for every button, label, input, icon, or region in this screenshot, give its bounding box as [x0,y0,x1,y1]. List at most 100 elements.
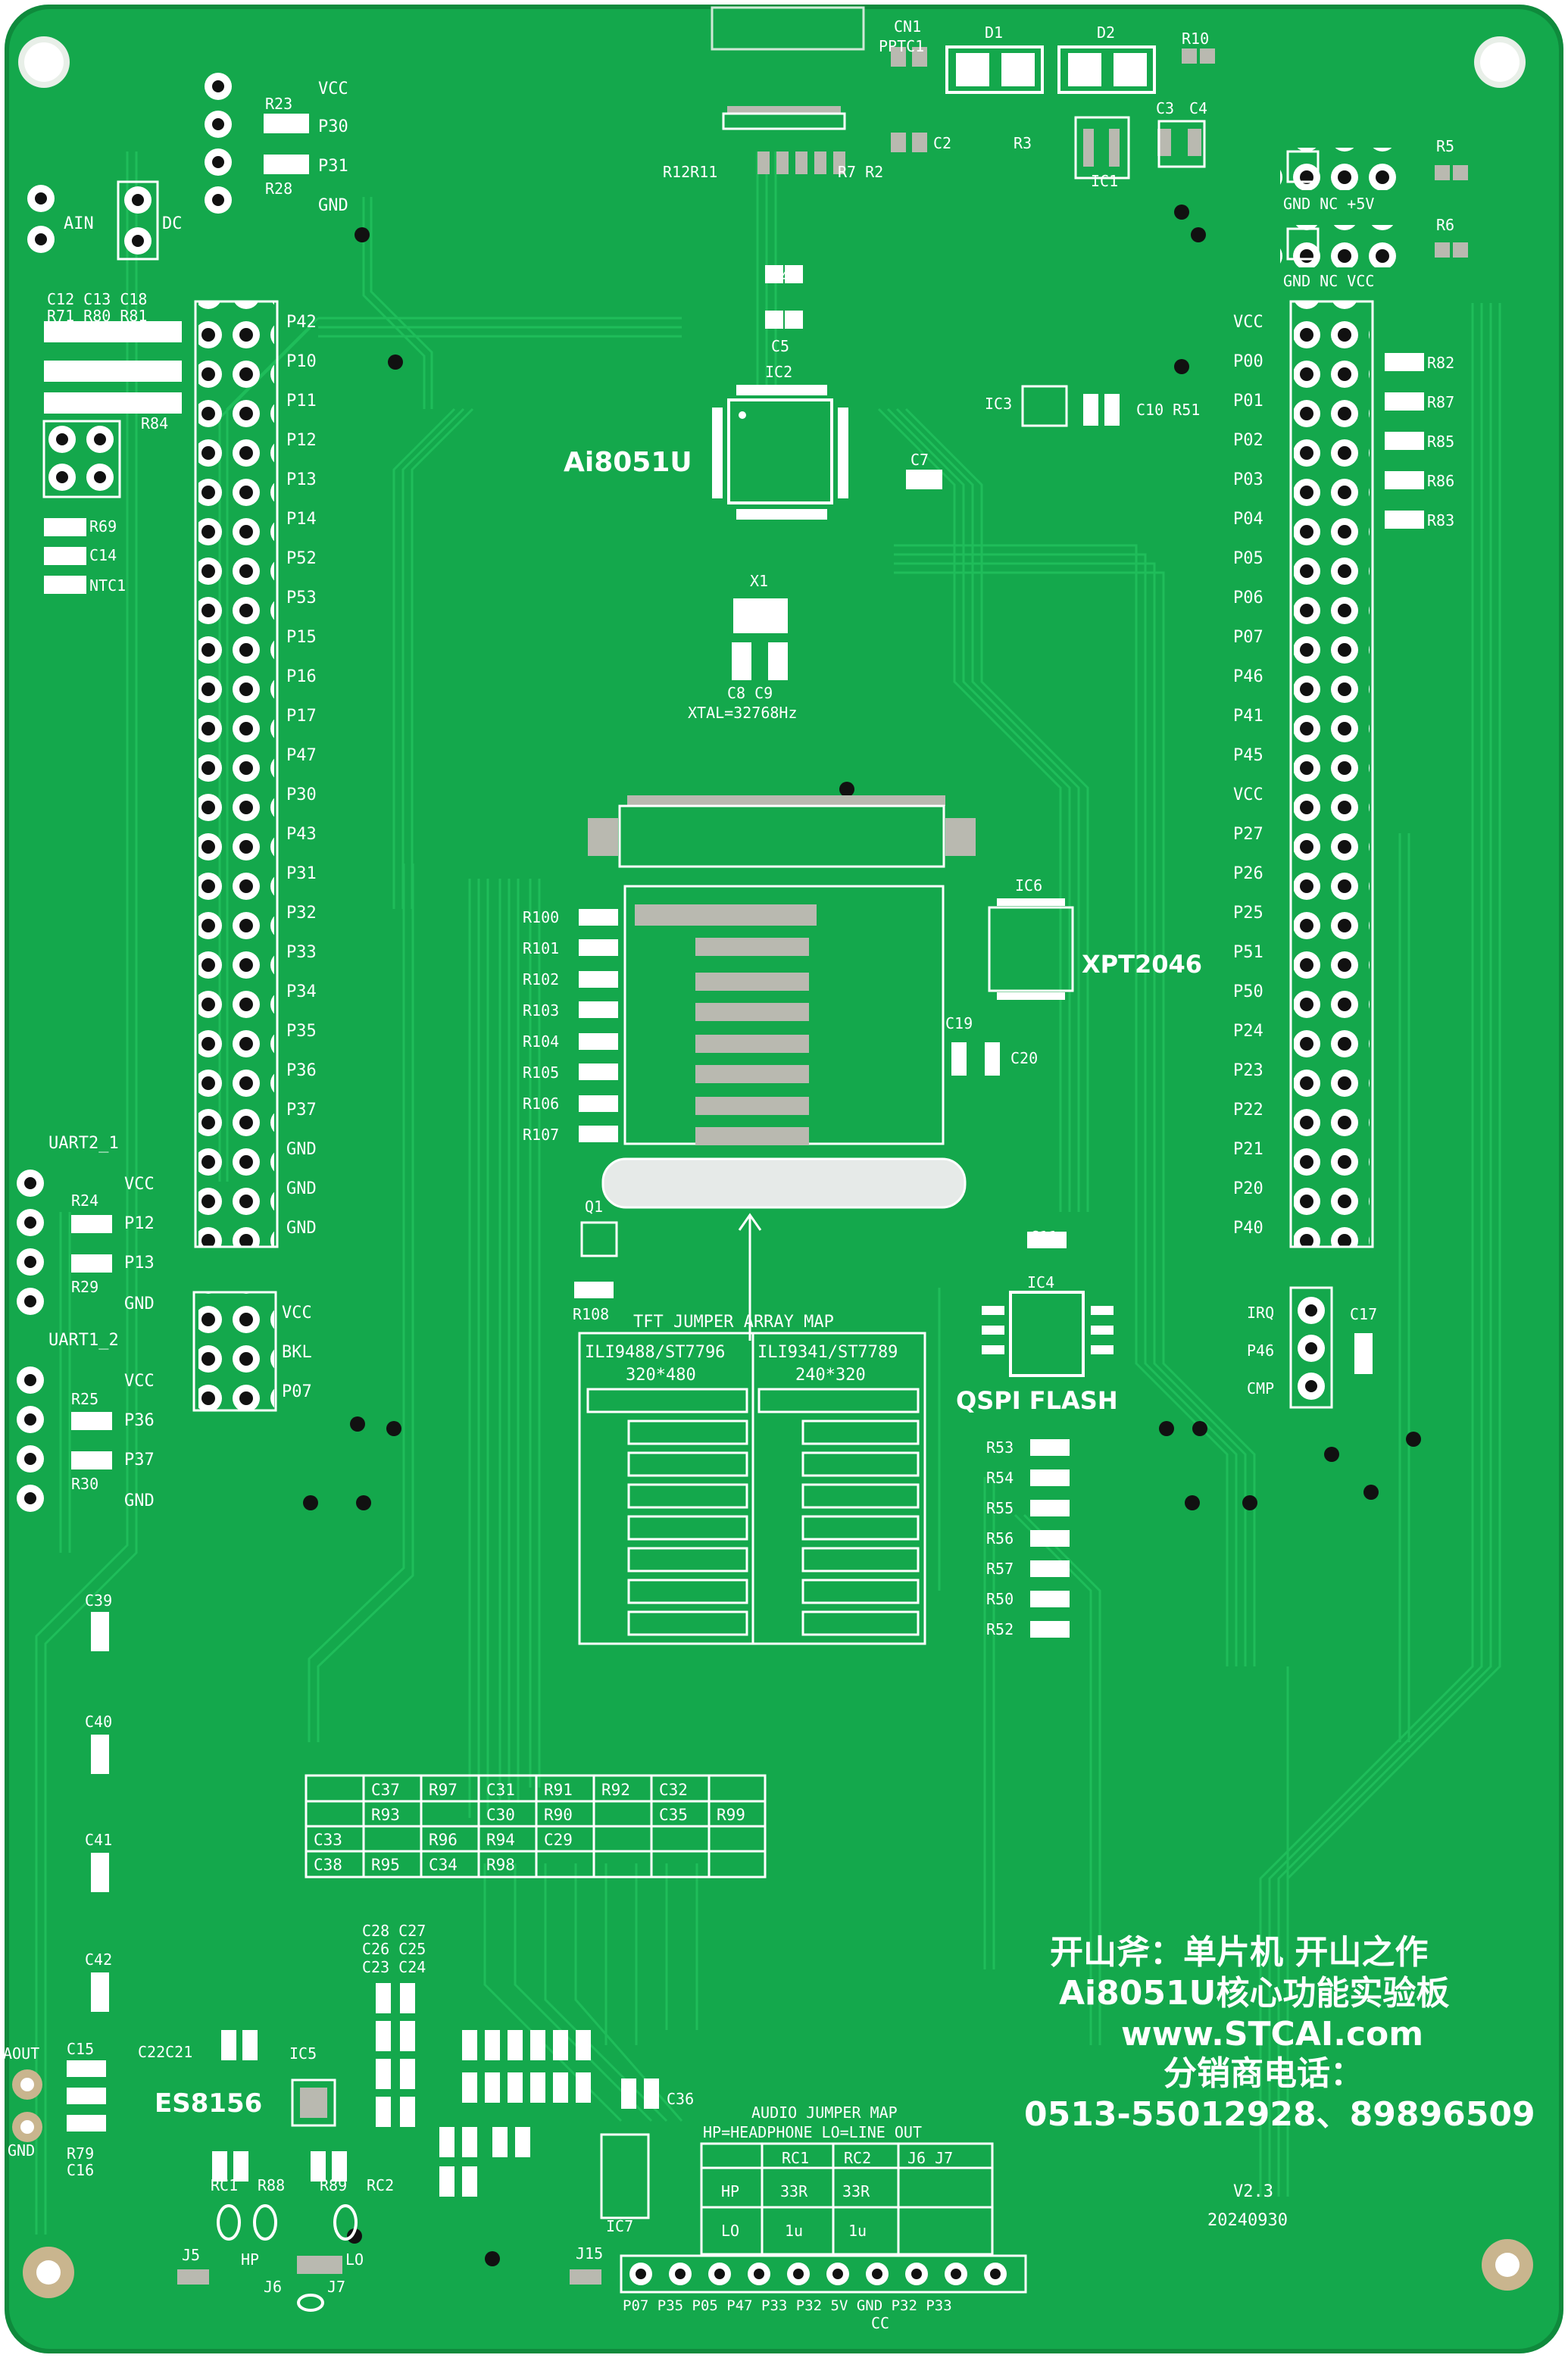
touch-flash-parts [951,898,1373,1638]
svg-text:IC7: IC7 [606,2217,633,2235]
svg-text:J5: J5 [182,2246,200,2264]
right-pin-labels: VCCP00P01P02P03P04P05P06P07P46P41P45VCCP… [1233,313,1263,1238]
audio-table-cell: C38 [314,1856,342,1874]
mcu-chip [712,265,1120,680]
svg-text:R88: R88 [258,2176,285,2194]
svg-text:P12: P12 [124,1214,155,1233]
svg-text:P07 P35 P05 P47 P33 P32 5V G: P07 P35 P05 P47 P33 P32 5V GND P32 P33 [623,2297,952,2314]
left-bottom-labels: C39 C40 C41 C42 C15 R79 C16 AOUT GND [3,1591,112,2179]
svg-text:J7: J7 [327,2278,345,2296]
usb-and-power-section [711,6,1468,267]
right-pin-label: P23 [1233,1061,1263,1080]
left-top-labels: VCC P30 P31 GND R23 R28 AIN DC C12 C13 C… [47,80,348,595]
right-header-outline [1289,300,1374,1248]
audio-table-cell: R94 [486,1831,515,1849]
svg-text:AIN: AIN [64,214,94,233]
tft-connector [574,795,976,1645]
svg-text:GND NC VCC: GND NC VCC [1283,272,1374,290]
svg-text:分销商电话：: 分销商电话： [1164,2054,1363,2093]
right-pin-label: P50 [1233,982,1263,1001]
right-pin-label: P46 [1233,667,1263,686]
svg-text:IC6: IC6 [1015,876,1042,895]
svg-text:XPT2046: XPT2046 [1082,950,1202,979]
audio-table-cell: R98 [486,1856,515,1874]
svg-text:LO: LO [345,2250,364,2269]
svg-text:C42: C42 [85,1950,112,1969]
audio-table-cell: R91 [544,1781,573,1799]
svg-text:IC3: IC3 [985,395,1012,413]
right-pin-label: P01 [1233,392,1263,411]
left-pin-label: P17 [286,707,317,726]
audio-table-cell: R90 [544,1806,573,1824]
svg-text:C5: C5 [771,337,789,355]
top-silk-labels: CN1 PPTC1 D1 D2 R10 C2 R3 C3 C4 IC1 R12R… [663,17,1454,290]
left-pin-label: P33 [286,943,317,962]
audio-labels: ES8156 C22C21 IC5 C28 C27 C26 C25 C23 C2… [138,1922,953,2332]
svg-text:R84: R84 [141,414,168,433]
svg-text:1u: 1u [785,2222,803,2240]
svg-text:J15: J15 [576,2244,603,2263]
svg-text:DC: DC [162,214,183,233]
left-pin-labels: P42P10P11P12P13P14P52P53P15P16P17P47P30P… [286,313,317,1238]
svg-text:UART1_2: UART1_2 [48,1331,119,1350]
right-resistor-label: R82 [1427,354,1454,372]
svg-text:GND: GND [8,2141,35,2160]
right-pin-label: P40 [1233,1219,1263,1238]
audio-table-cell: C30 [486,1806,515,1824]
svg-text:CC: CC [871,2314,889,2332]
left-pin-label: P10 [286,352,317,371]
tft-resistor-label: R105 [523,1063,559,1082]
svg-text:C8 C9: C8 C9 [727,684,773,702]
right-pin-label: VCC [1233,785,1263,804]
left-pin-label: P34 [286,982,317,1001]
audio-component-table [305,1774,767,1879]
svg-text:R28: R28 [265,180,292,198]
svg-text:1u: 1u [848,2222,867,2240]
tft-resistor-label: R106 [523,1095,559,1113]
uart-parts [17,1170,277,1512]
right-pin-label: P03 [1233,470,1263,489]
svg-text:GND: GND [318,196,348,215]
touch-resistor-label: R57 [986,1560,1014,1578]
right-pin-label: P22 [1233,1101,1263,1120]
svg-text:CMP: CMP [1247,1379,1274,1398]
svg-text:VCC: VCC [318,80,348,98]
svg-text:240*320: 240*320 [795,1366,866,1385]
svg-text:C40: C40 [85,1713,112,1731]
svg-text:LO: LO [721,2222,739,2240]
svg-text:TFT JUMPER ARRAY MAP: TFT JUMPER ARRAY MAP [633,1313,834,1332]
right-resistor-label: R85 [1427,433,1454,451]
right-pin-label: P51 [1233,943,1263,962]
svg-text:C10 R51: C10 R51 [1136,401,1200,419]
svg-text:R71 R80 R81: R71 R80 R81 [47,307,147,325]
svg-text:D2: D2 [1097,23,1115,42]
audio-table-cell: R92 [601,1781,630,1799]
svg-text:C19: C19 [945,1014,973,1032]
tft-labels: Q1 R108 TFT JUMPER ARRAY MAP ILI9488/ST7… [573,1198,898,1385]
right-pin-label: P00 [1233,352,1263,371]
svg-text:C23 C24: C23 C24 [362,1958,426,1976]
svg-text:C12 C13 C18: C12 C13 C18 [47,290,147,308]
svg-text:VCC: VCC [124,1175,155,1194]
left-pin-label: P52 [286,549,317,568]
svg-text:Q1: Q1 [585,1198,603,1216]
right-pin-label: P26 [1233,864,1263,883]
tft-resistor-label: R101 [523,939,559,957]
svg-text:IC5: IC5 [289,2044,317,2063]
right-pin-label: P04 [1233,510,1263,529]
svg-text:C22C21: C22C21 [138,2043,192,2061]
svg-text:R79: R79 [67,2144,94,2163]
svg-text:C16: C16 [67,2161,94,2179]
svg-text:R10: R10 [1182,30,1209,48]
svg-text:R23: R23 [265,95,292,113]
svg-text:R25: R25 [71,1390,98,1408]
audio-table-cell: R93 [371,1806,400,1824]
left-pin-label: P47 [286,746,317,765]
svg-text:P07: P07 [282,1382,312,1401]
right-resistor-label: R87 [1427,393,1454,411]
left-pin-label: P43 [286,825,317,844]
right-resistor-label: R86 [1427,472,1454,490]
